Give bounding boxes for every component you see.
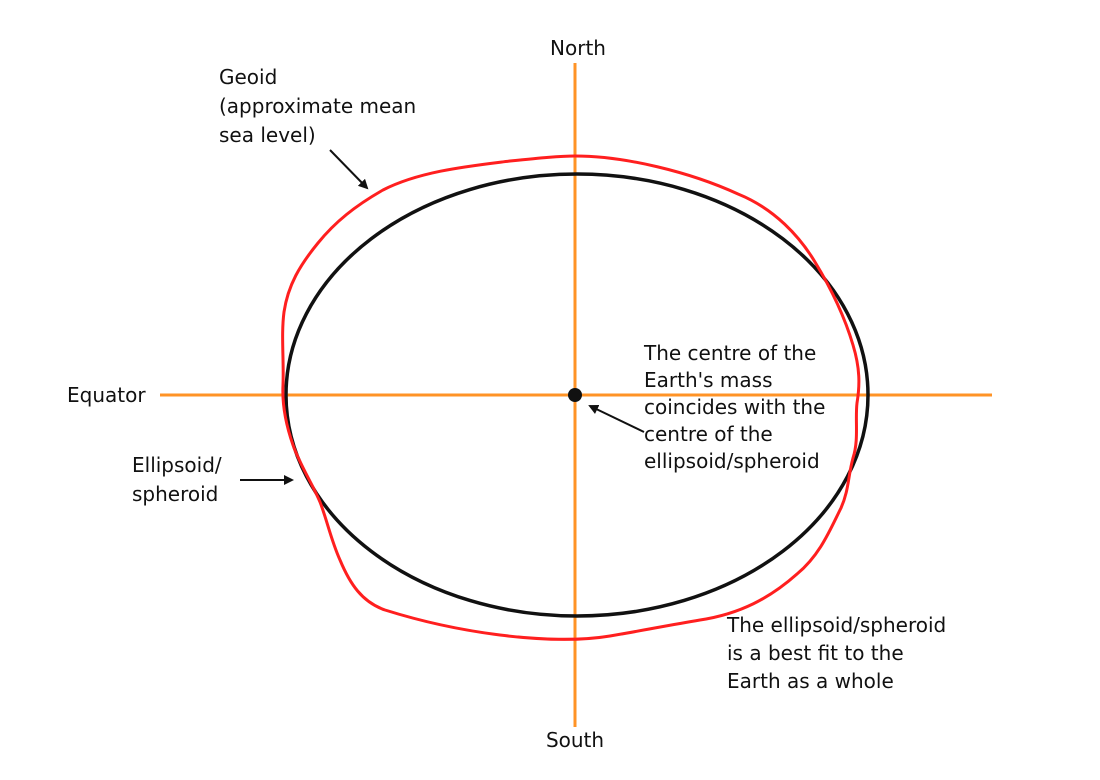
centre-note-line: Earth's mass [644,368,773,392]
best-fit-note-line: is a best fit to the [727,641,904,665]
ellipsoid-shape [284,172,870,618]
best-fit-note-line: Earth as a whole [727,669,894,693]
centre-note-line: coincides with the [644,395,825,419]
ellipsoid-label-line: Ellipsoid/ [132,453,222,477]
geoid-shape [281,154,861,641]
centre-point [568,388,582,402]
geoid-label-line: (approximate mean [219,94,416,118]
north-label: North [550,36,606,60]
centre-note-line: The centre of the [643,341,816,365]
centre-note: The centre of the Earth's mass coincides… [643,341,832,473]
ellipsoid-label-line: spheroid [132,482,218,506]
geoid-label-line: Geoid [219,65,277,89]
geoid-label: Geoid (approximate mean sea level) [219,65,423,147]
ellipsoid-label: Ellipsoid/ spheroid [132,453,228,506]
geoid-arrow [329,149,369,190]
best-fit-note-line: The ellipsoid/spheroid [726,613,946,637]
best-fit-note: The ellipsoid/spheroid is a best fit to … [726,613,953,693]
geoid-label-line: sea level) [219,123,316,147]
centre-note-line: centre of the [644,422,773,446]
equator-label: Equator [67,383,146,407]
centre-arrow [588,404,645,433]
centre-note-line: ellipsoid/spheroid [644,449,820,473]
south-label: South [546,728,604,752]
